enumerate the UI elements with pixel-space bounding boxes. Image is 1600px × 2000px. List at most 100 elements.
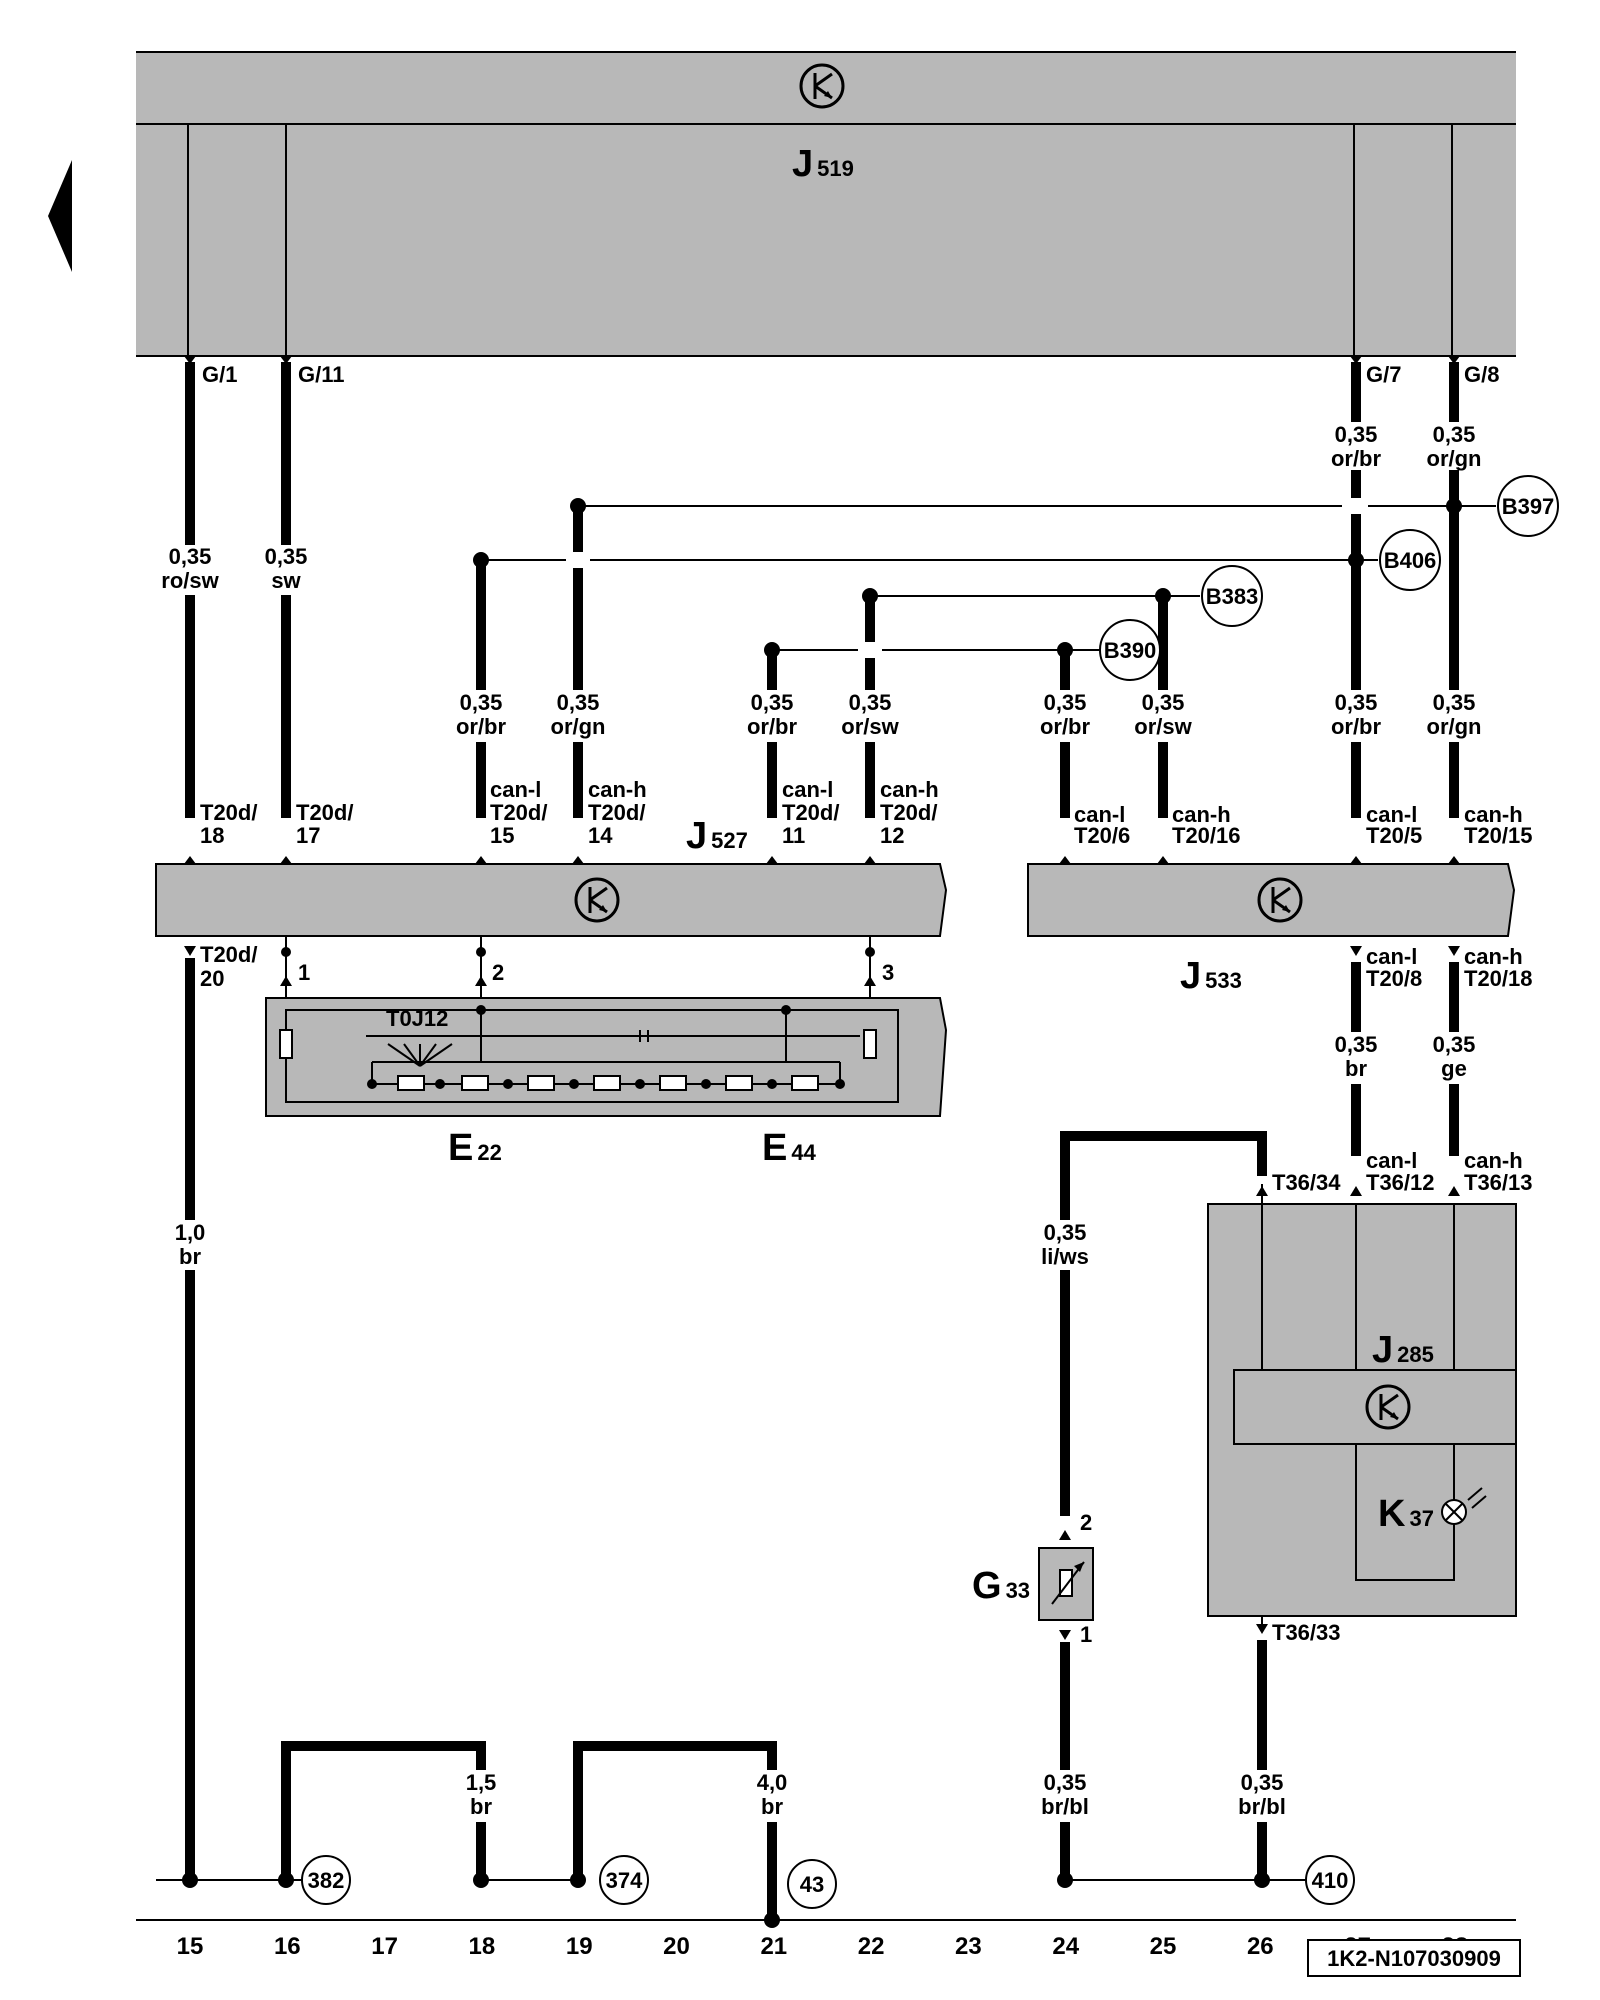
- column-number: 17: [371, 1933, 398, 1960]
- pin-t20d-label: T20d/: [200, 942, 257, 967]
- back-arrow-icon[interactable]: [48, 160, 72, 272]
- connection-nodes: B397 B406 B383 B390 382 374 43 410: [301, 475, 1559, 1909]
- pin-t36-33-label: T36/33: [1272, 1620, 1341, 1645]
- e22-letter: E: [448, 1127, 473, 1169]
- ground-382-label: 382: [308, 1868, 345, 1893]
- node-b397-label: B397: [1502, 494, 1555, 519]
- wire-size-label: 0,35: [169, 544, 212, 569]
- column-number: 23: [955, 1933, 982, 1960]
- j533-letter: J: [1180, 955, 1201, 997]
- pin-t20-18-label: T20/18: [1464, 966, 1533, 991]
- j533-number: 533: [1205, 968, 1242, 993]
- node-b406-label: B406: [1384, 548, 1437, 573]
- pin-can-l-label: can-l: [1074, 802, 1125, 827]
- e44-letter: E: [762, 1127, 787, 1169]
- pin-can-l-label: can-l: [1366, 802, 1417, 827]
- column-number: 19: [566, 1933, 593, 1960]
- pin-number-label: 15: [490, 823, 514, 848]
- wire-size-label: 0,35: [265, 544, 308, 569]
- pin-t20-8-label: T20/8: [1366, 966, 1422, 991]
- j285-number: 285: [1397, 1342, 1434, 1367]
- wire-color-label: or/gn: [551, 714, 606, 739]
- pin-g11-label: G/11: [298, 362, 344, 387]
- node-b390-label: B390: [1104, 638, 1157, 663]
- pin-can-h-label: can-h: [1464, 1148, 1523, 1173]
- wire-size-label: 4,0: [757, 1770, 788, 1795]
- pin-t20d-label: T20d/: [200, 800, 257, 825]
- wire-color-label: or/br: [1331, 446, 1382, 471]
- wire-color-label: li/ws: [1041, 1244, 1089, 1269]
- column-numbers: 1516171819202122232425262728: [177, 1933, 1469, 1960]
- wire-color-label: or/gn: [1427, 446, 1482, 471]
- pin-can-h-label: can-h: [1172, 802, 1231, 827]
- wire-size-label: 0,35: [1335, 422, 1378, 447]
- wire-color-label: br: [179, 1244, 201, 1269]
- wire-size-label: 0,35: [1241, 1770, 1284, 1795]
- column-number: 22: [858, 1933, 885, 1960]
- pin-can-l-label: can-l: [1366, 1148, 1417, 1173]
- j519-letter: J: [792, 143, 813, 185]
- wire-size-label: 0,35: [1433, 690, 1476, 715]
- pin-t36-34-label: T36/34: [1272, 1170, 1341, 1195]
- j285-letter: J: [1372, 1329, 1393, 1371]
- wire-color-label: sw: [271, 568, 301, 593]
- wire-size-label: 0,35: [1044, 1220, 1087, 1245]
- pin-t20d-label: T20d/: [782, 800, 839, 825]
- pin-t20d-label: T20d/: [296, 800, 353, 825]
- wire-size-label: 0,35: [1433, 422, 1476, 447]
- pin-can-h-label: can-h: [588, 777, 647, 802]
- wire-color-label: or/sw: [1134, 714, 1192, 739]
- pin-can-l-label: can-l: [782, 777, 833, 802]
- wire-color-label: br: [1345, 1056, 1367, 1081]
- j527-letter: J: [686, 815, 707, 857]
- ground-374-label: 374: [606, 1868, 643, 1893]
- warning-lamp-icon: [1441, 1487, 1487, 1525]
- wire-group: [185, 362, 1459, 1920]
- svg-text:E44: E44: [762, 1127, 817, 1169]
- j527-stub-dots: [281, 947, 875, 957]
- wire-color-label: br/bl: [1041, 1794, 1089, 1819]
- wire-color-label: or/br: [1040, 714, 1091, 739]
- pin-t20d-label: T20d/: [490, 800, 547, 825]
- e44-number: 44: [791, 1140, 816, 1165]
- column-number: 24: [1052, 1933, 1079, 1960]
- wire-color-label: ge: [1441, 1056, 1467, 1081]
- pin-t20-5-label: T20/5: [1366, 823, 1422, 848]
- svg-text:E22: E22: [448, 1127, 502, 1169]
- column-number: 16: [274, 1933, 301, 1960]
- wire-size-label: 0,35: [751, 690, 794, 715]
- wire-size-label: 1,5: [466, 1770, 497, 1795]
- pin-3-label: 3: [882, 960, 894, 985]
- ground-410-label: 410: [1312, 1868, 1349, 1893]
- pin-can-h-label: can-h: [880, 777, 939, 802]
- column-number: 15: [177, 1933, 204, 1960]
- column-number: 18: [469, 1933, 496, 1960]
- j519-number: 519: [817, 156, 854, 181]
- pin-2-label: 2: [1080, 1510, 1092, 1535]
- wire-size-label: 1,0: [175, 1220, 206, 1245]
- pin-markers: [184, 356, 1460, 1640]
- g33-number: 33: [1006, 1578, 1030, 1603]
- wire-size-label: 0,35: [1335, 1032, 1378, 1057]
- column-number: 21: [760, 1933, 787, 1960]
- pin-can-h-label: can-h: [1464, 944, 1523, 969]
- wire-size-label: 0,35: [1142, 690, 1185, 715]
- pin-number-label: 14: [588, 823, 613, 848]
- column-number: 26: [1247, 1933, 1274, 1960]
- pin-can-l-label: can-l: [1366, 944, 1417, 969]
- column-number: 25: [1150, 1933, 1177, 1960]
- wire-size-label: 0,35: [1433, 1032, 1476, 1057]
- pin-g1-label: G/1: [202, 362, 237, 387]
- j527-number: 527: [711, 828, 748, 853]
- crossing-gaps: [566, 498, 1368, 658]
- wire-color-label: ro/sw: [161, 568, 219, 593]
- wire-size-label: 0,35: [557, 690, 600, 715]
